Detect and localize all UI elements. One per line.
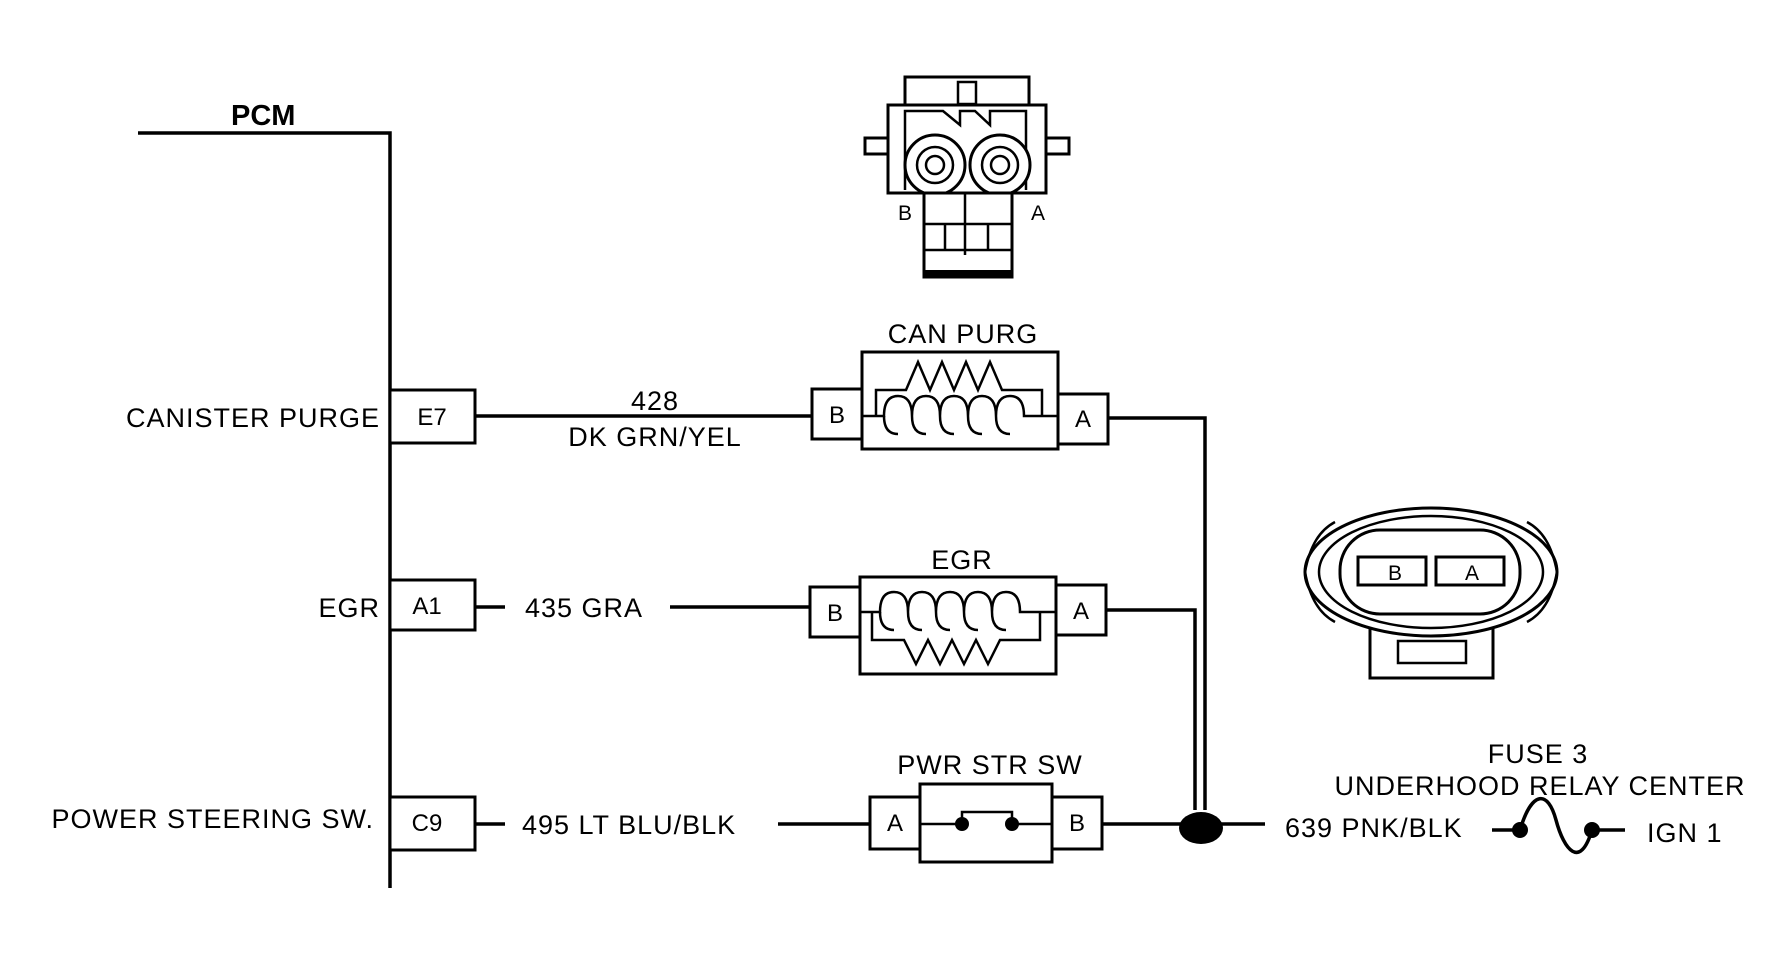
can-purg-coil (862, 394, 1058, 418)
pwr-str-sw-switch: PWR STR SW A B (868, 750, 1104, 864)
can-purg-solenoid: CAN PURG B A (810, 319, 1110, 451)
wire-428-number: 428 (631, 386, 679, 416)
top-connector-face: B A (863, 75, 1071, 279)
pwr-str-sw-title: PWR STR SW (897, 750, 1083, 780)
can-purg-pin-a: A (1075, 406, 1091, 433)
can-purg-pin-b: B (829, 402, 845, 429)
egr-label: EGR (318, 593, 380, 623)
egr-coil (860, 590, 1056, 614)
egr-title: EGR (931, 545, 993, 575)
egr-circuit: EGR A1 435 GRA EGR B A (318, 545, 1197, 810)
power-steering-label: POWER STEERING SW. (51, 804, 374, 834)
canister-purge-label: CANISTER PURGE (126, 403, 380, 433)
wire-435-label: 435 GRA (525, 593, 643, 623)
fuse-symbol (1518, 797, 1594, 855)
can-purg-coil-loop (882, 415, 1011, 436)
pin-a1-label: A1 (412, 593, 441, 620)
wire-639-label: 639 PNK/BLK (1285, 813, 1463, 843)
pin-c9-box (388, 795, 477, 852)
top-connector-pin-a: A (1031, 202, 1045, 225)
egr-pin-a: A (1073, 598, 1089, 625)
pin-e7-label: E7 (417, 404, 446, 431)
splice-dot (1179, 812, 1223, 844)
pcm-block: PCM (138, 100, 392, 888)
pin-e7-box (388, 388, 477, 445)
fuse-location-label: UNDERHOOD RELAY CENTER (1334, 771, 1745, 801)
pwr-str-sw-pin-a: A (887, 810, 903, 837)
ign-feed: 639 PNK/BLK FUSE 3 UNDERHOOD RELAY CENTE… (1285, 739, 1745, 855)
right-connector-pin-a: A (1465, 562, 1479, 585)
can-purg-title: CAN PURG (888, 319, 1039, 349)
canister-purge-circuit: CANISTER PURGE E7 428 DK GRN/YEL CAN PUR… (126, 319, 1207, 810)
wire-428-color: DK GRN/YEL (568, 422, 742, 452)
pcm-title: PCM (231, 100, 295, 132)
wire-495-label: 495 LT BLU/BLK (522, 810, 736, 840)
pin-c9-label: C9 (412, 810, 443, 837)
fuse-label: FUSE 3 (1488, 739, 1589, 769)
right-connector-pin-b: B (1388, 562, 1402, 585)
top-connector-pin-b: B (898, 202, 912, 225)
power-steering-circuit: POWER STEERING SW. C9 495 LT BLU/BLK PWR… (51, 750, 1265, 864)
egr-solenoid: EGR B A (808, 545, 1108, 676)
pwr-str-sw-pin-b: B (1069, 810, 1085, 837)
pin-a1-box (388, 578, 477, 632)
right-connector-face: B A (1303, 506, 1559, 680)
can-purg-resistor (874, 358, 1044, 416)
egr-coil-loop (878, 611, 1007, 632)
egr-resistor (870, 612, 1042, 667)
ign1-label: IGN 1 (1647, 818, 1723, 848)
egr-pin-b: B (827, 600, 843, 627)
